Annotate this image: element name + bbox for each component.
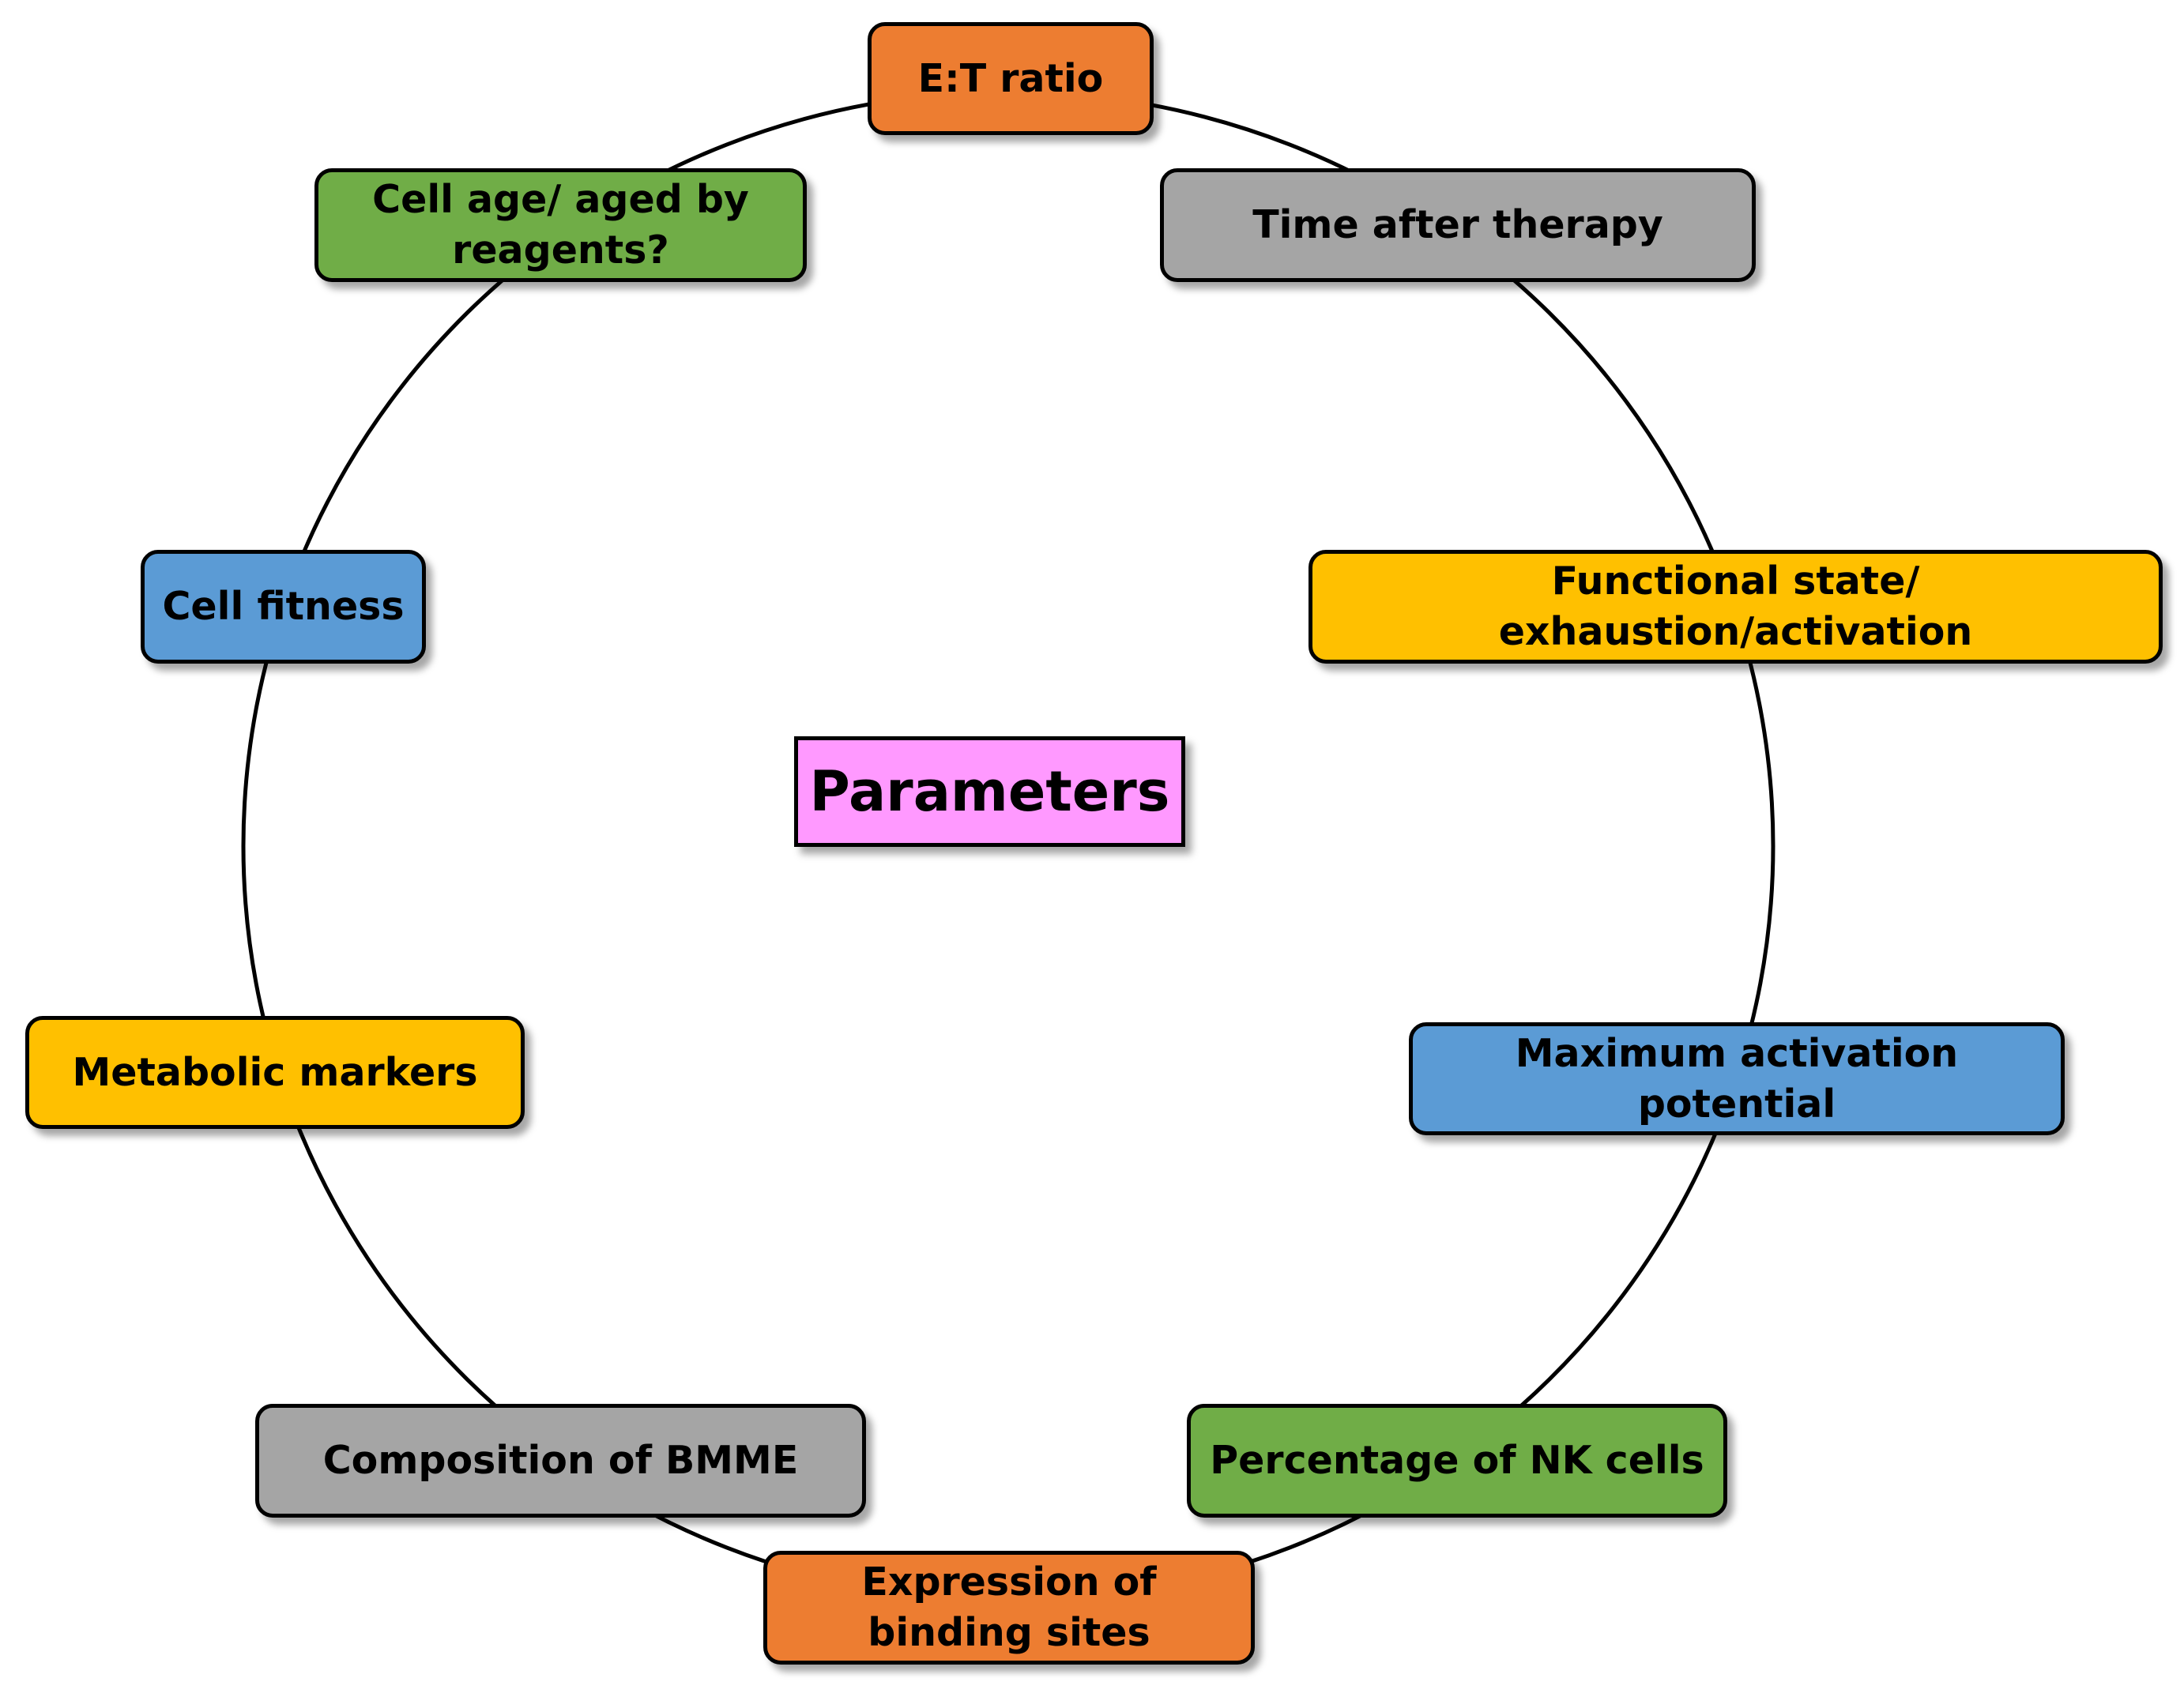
node-label: Cell fitness bbox=[162, 584, 405, 629]
node-maximum-activation-potential: Maximum activation potential bbox=[1409, 1022, 2065, 1135]
center-parameters-box: Parameters bbox=[794, 736, 1185, 847]
node-composition-bmme: Composition of BMME bbox=[255, 1404, 866, 1518]
center-parameters-label: Parameters bbox=[809, 759, 1170, 824]
node-label: Metabolic markers bbox=[72, 1049, 478, 1095]
node-time-after-therapy: Time after therapy bbox=[1160, 168, 1756, 282]
node-et-ratio: E:T ratio bbox=[868, 22, 1154, 135]
node-label: Time after therapy bbox=[1252, 202, 1663, 247]
node-label: Cell age/ aged by reagents? bbox=[372, 177, 749, 273]
node-metabolic-markers: Metabolic markers bbox=[25, 1016, 525, 1129]
node-label: Composition of BMME bbox=[322, 1438, 799, 1483]
node-label: Percentage of NK cells bbox=[1210, 1438, 1704, 1483]
node-label: E:T ratio bbox=[917, 55, 1104, 101]
node-expression-binding-sites: Expression of binding sites bbox=[763, 1551, 1255, 1665]
node-cell-fitness: Cell fitness bbox=[141, 550, 426, 664]
node-label: Maximum activation potential bbox=[1515, 1030, 1959, 1127]
node-percentage-nk-cells: Percentage of NK cells bbox=[1187, 1404, 1727, 1518]
node-functional-state: Functional state/ exhaustion/activation bbox=[1309, 550, 2163, 664]
node-label: Functional state/ exhaustion/activation bbox=[1498, 559, 1973, 654]
node-cell-age: Cell age/ aged by reagents? bbox=[314, 168, 807, 282]
node-label: Expression of binding sites bbox=[861, 1559, 1157, 1655]
